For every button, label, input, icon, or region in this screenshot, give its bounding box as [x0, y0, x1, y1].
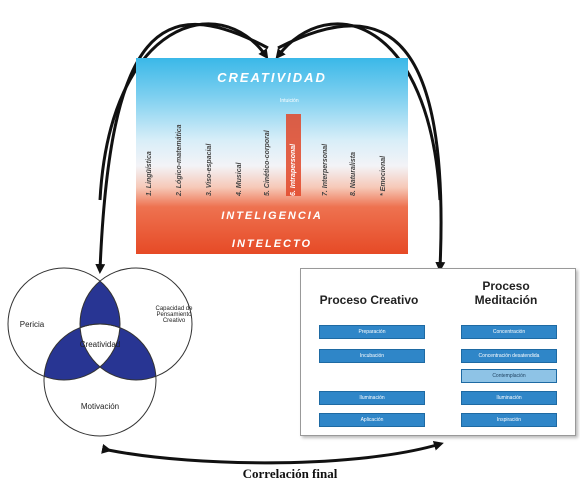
process-box: Proceso Creativo Proceso Meditación Prep…	[300, 268, 576, 436]
meditation-step-iluminacion: Iluminación	[461, 391, 557, 405]
intelligence-label: 5. Cinético-corporal	[264, 130, 271, 196]
venn-label-creatividad: Creatividad	[79, 340, 121, 349]
highlight-bar	[286, 114, 301, 196]
venn-label-motivacion: Motivación	[80, 402, 120, 411]
meditation-step-concentracion: Concentración	[461, 325, 557, 339]
meditation-step-contemplacion: Contemplación	[461, 369, 557, 383]
correlacion-caption: Correlación final	[242, 466, 338, 481]
intelligence-label: 2. Lógico-matemática	[176, 124, 183, 196]
intelligence-panel: CREATIVIDAD Intuición 1. Lingüística 2. …	[136, 58, 408, 254]
arrow-to-panel-right	[275, 22, 442, 201]
intelligence-label: 7. Interpersonal	[322, 143, 329, 196]
venn-diagram: Pericia Capacidad de Pensamiento Creativ…	[0, 266, 200, 438]
intelligence-label: 4. Musical	[236, 162, 243, 196]
venn-label-pericia: Pericia	[19, 320, 45, 329]
creative-step-preparacion: Preparación	[319, 325, 425, 339]
intelligence-label: 8. Naturalista	[350, 152, 357, 196]
venn-circle-bottom	[43, 323, 157, 437]
final-correlation-arrow	[101, 440, 444, 465]
intelecto-band: INTELECTO	[231, 238, 313, 250]
creative-step-iluminacion: Iluminación	[319, 391, 425, 405]
intelligence-label: 6. Intrapersonal	[290, 143, 297, 196]
intelligence-label: * Emocional	[380, 155, 387, 196]
meditation-step-inspiracion: Inspiración	[461, 413, 557, 427]
creative-step-incubacion: Incubación	[319, 349, 425, 363]
venn-circle-right	[79, 267, 193, 381]
creative-step-aplicacion: Aplicación	[319, 413, 425, 427]
proceso-creativo-header: Proceso Creativo	[319, 293, 419, 307]
arrow-to-panel-left	[98, 22, 269, 201]
proceso-meditacion-header: Proceso Meditación	[474, 279, 538, 307]
venn-label-capacidad: Capacidad de Pensamiento Creativo	[155, 306, 193, 324]
intuition-label: Intuición	[280, 98, 299, 104]
intelligence-label: 3. Viso-espacial	[206, 143, 213, 196]
venn-circle-left	[7, 267, 121, 381]
meditation-step-concentracion-desatendida: Concentración desatendida	[461, 349, 557, 363]
inteligencia-band: INTELIGENCIA	[221, 210, 323, 222]
arrow-to-venn	[95, 23, 269, 274]
creatividad-title: CREATIVIDAD	[217, 70, 327, 85]
intelligence-label: 1. Lingüística	[146, 151, 153, 196]
